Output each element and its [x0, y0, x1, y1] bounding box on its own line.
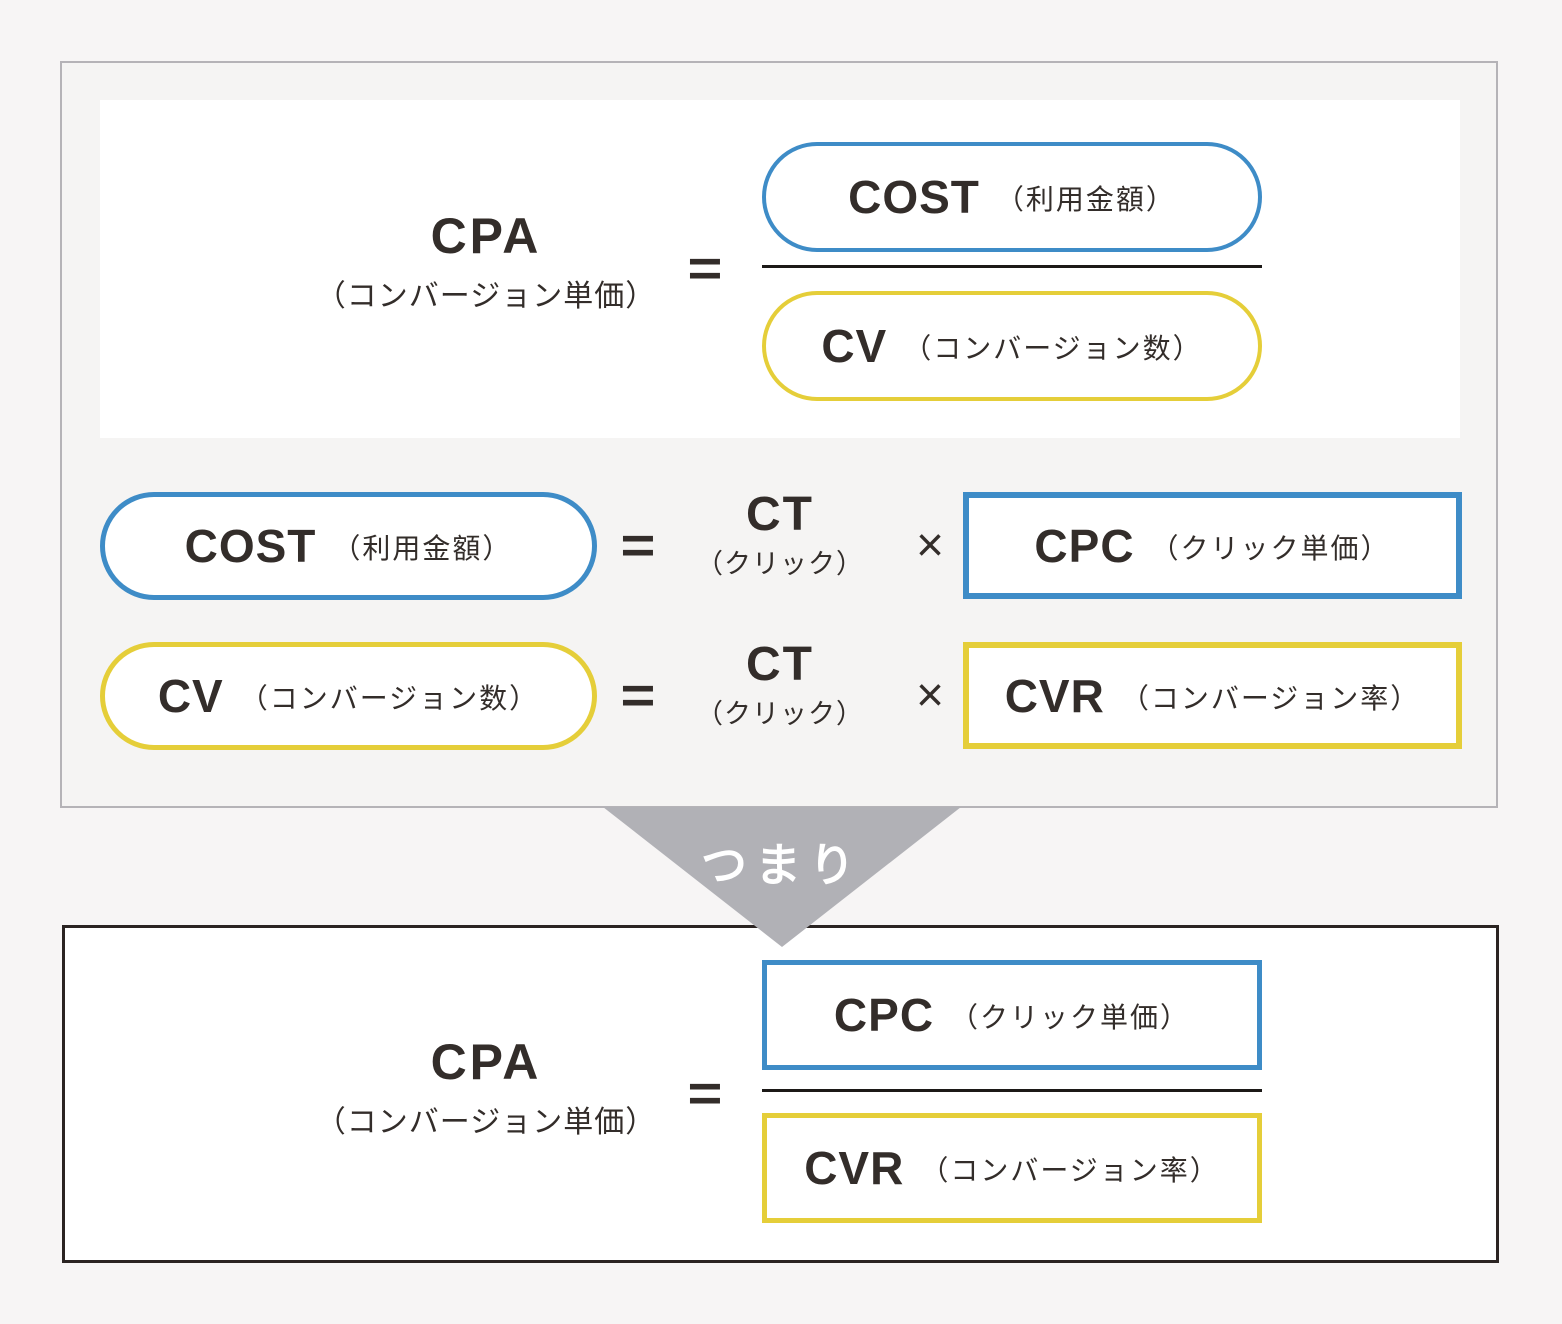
ct-term-cost-row: CT （クリック） [690, 491, 870, 578]
fraction-bar-bottom [762, 1089, 1262, 1092]
ct-label-cv-row: （クリック） [696, 699, 864, 729]
times-sign-cv-row: × [915, 669, 945, 722]
cv-pill-lhs: CV （コンバージョン数） [100, 642, 597, 750]
equals-sign-cv-row: = [620, 667, 656, 725]
equals-sign-cost-row: = [620, 517, 656, 575]
cpc-box-rhs: CPC （クリック単価） [963, 492, 1462, 599]
ct-term-cv-row: CT （クリック） [690, 641, 870, 728]
down-arrow-icon [603, 807, 961, 947]
cpa-acronym-top: CPA [430, 208, 542, 264]
cv-label: （コンバージョン数） [903, 333, 1203, 364]
cpc-box-numerator: CPC （クリック単価） [762, 960, 1262, 1070]
cvr-label-bottom: （コンバージョン率） [920, 1155, 1220, 1186]
fraction-bottom: CPC （クリック単価） CVR （コンバージョン率） [762, 960, 1262, 1223]
cpa-result-block-bottom: CPA （コンバージョン単価） [286, 1037, 686, 1138]
equals-sign-top: = [687, 240, 723, 298]
ct-acronym-cost-row: CT [746, 488, 814, 541]
cv-acronym: CV [821, 320, 888, 372]
cpa-acronym-bottom: CPA [430, 1034, 542, 1090]
cpa-result-block-top: CPA （コンバージョン単価） [286, 211, 686, 312]
cost-acronym-lhs: COST [184, 520, 317, 572]
cvr-box-rhs: CVR （コンバージョン率） [963, 642, 1462, 749]
ct-acronym-cv-row: CT [746, 638, 814, 691]
cvr-label-rhs: （コンバージョン率） [1120, 682, 1421, 714]
cost-pill-numerator: COST （利用金額） [762, 142, 1262, 252]
cpa-label-bottom: （コンバージョン単価） [315, 1106, 657, 1139]
fraction-bar-top [762, 265, 1262, 268]
times-sign-cost-row: × [915, 519, 945, 572]
cpa-label-top: （コンバージョン単価） [315, 280, 657, 313]
cv-label-lhs: （コンバージョン数） [239, 683, 540, 714]
cv-pill-denominator: CV （コンバージョン数） [762, 291, 1262, 401]
fraction-top: COST （利用金額） CV （コンバージョン数） [762, 142, 1262, 401]
cpc-label-bottom: （クリック単価） [950, 1002, 1191, 1033]
cvr-acronym-rhs: CVR [1004, 669, 1105, 722]
cost-acronym: COST [848, 171, 980, 223]
connector-label: つまり [701, 839, 863, 891]
cv-acronym-lhs: CV [157, 670, 224, 722]
cvr-acronym-bottom: CVR [804, 1142, 905, 1194]
cpc-label-rhs: （クリック単価） [1150, 532, 1391, 564]
equals-sign-bottom: = [687, 1065, 723, 1123]
cvr-box-denominator: CVR （コンバージョン率） [762, 1113, 1262, 1223]
cost-label-lhs: （利用金額） [332, 533, 513, 564]
cost-pill-lhs: COST （利用金額） [100, 492, 597, 600]
cpc-acronym-bottom: CPC [833, 989, 935, 1041]
cost-label: （利用金額） [995, 184, 1176, 215]
ct-label-cost-row: （クリック） [696, 549, 864, 579]
cpc-acronym-rhs: CPC [1034, 519, 1135, 572]
